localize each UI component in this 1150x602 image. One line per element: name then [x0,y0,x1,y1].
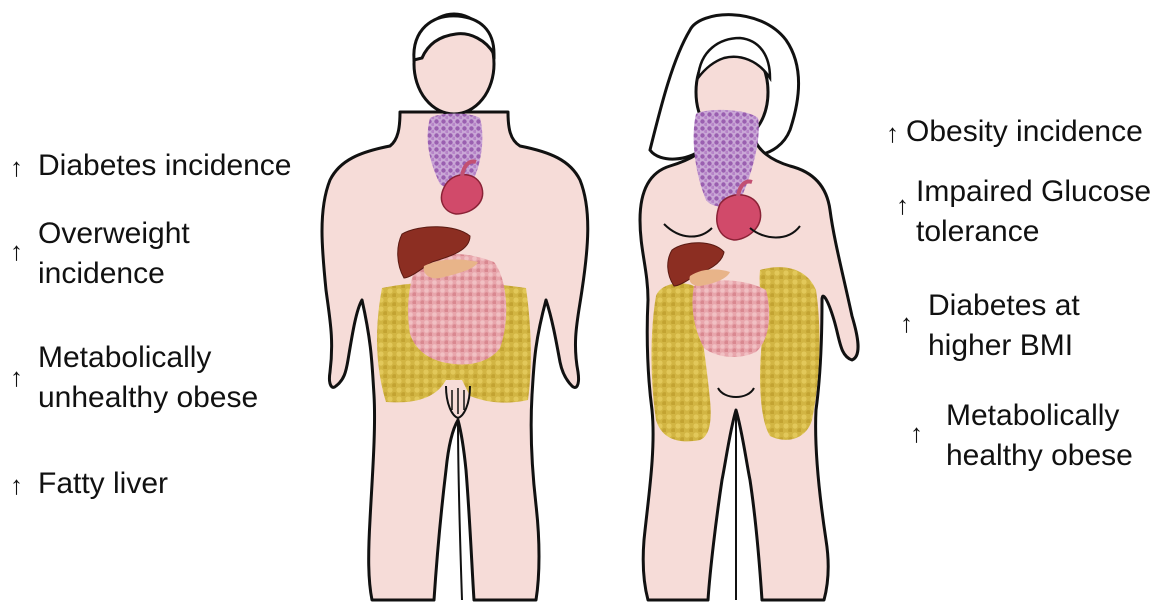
left-label-fatty-liver: Fatty liver [38,464,168,504]
male-figure [322,14,588,600]
arrow-up-icon: ↑ [910,420,923,446]
arrow-up-icon: ↑ [896,192,909,218]
arrow-up-icon: ↑ [900,310,913,336]
female-figure [640,15,858,600]
right-label-diabetes-at-higher-bmi: Diabetes at higher BMI [928,286,1080,366]
right-label-metabolically-healthy-obese: Metabolically healthy obese [946,396,1133,476]
left-label-overweight-incidence: Overweight incidence [38,214,190,294]
arrow-up-icon: ↑ [10,238,23,264]
arrow-up-icon: ↑ [10,472,23,498]
female-visceral-fat [692,280,769,357]
right-label-impaired-glucose-tolerance: Impaired Glucose tolerance [916,172,1150,252]
left-label-metabolically-unhealthy-obese: Metabolically unhealthy obese [38,338,258,418]
female-subcutaneous-fat-right [760,267,820,440]
arrow-up-icon: ↑ [10,154,23,180]
right-label-obesity-incidence: Obesity incidence [906,112,1143,152]
arrow-up-icon: ↑ [886,120,899,146]
left-label-diabetes-incidence: Diabetes incidence [38,146,292,186]
arrow-up-icon: ↑ [10,364,23,390]
